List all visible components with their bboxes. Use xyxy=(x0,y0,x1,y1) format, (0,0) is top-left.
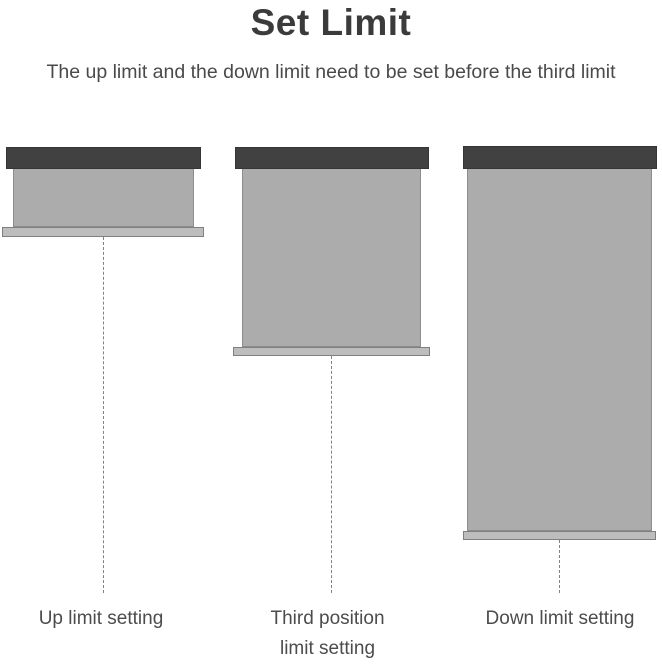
shade-headrail-bar xyxy=(234,147,429,169)
pointer-dashed-line xyxy=(331,356,332,593)
shade-bottom-bar xyxy=(463,531,656,540)
shade-bottom-bar xyxy=(233,347,430,356)
shade-fabric xyxy=(467,169,652,531)
shade-down-limit xyxy=(462,146,657,593)
shade-third-position xyxy=(233,147,430,593)
shade-bottom-bar xyxy=(2,227,204,237)
shade-headrail-bar xyxy=(462,146,657,169)
page-subtitle: The up limit and the down limit need to … xyxy=(46,61,616,83)
label-third-position-limit-setting: Third position limit setting xyxy=(270,608,385,659)
shade-headrail-bar xyxy=(5,147,201,169)
shade-fabric xyxy=(242,169,421,347)
pointer-dashed-line xyxy=(102,237,104,593)
shade-up-limit xyxy=(2,147,204,593)
pointer-dashed-line xyxy=(559,540,560,593)
label-down-limit-setting: Down limit setting xyxy=(485,608,635,629)
label-up-limit-setting: Up limit setting xyxy=(38,608,164,629)
page-title: Set Limit xyxy=(250,2,412,43)
shade-fabric xyxy=(12,169,194,227)
